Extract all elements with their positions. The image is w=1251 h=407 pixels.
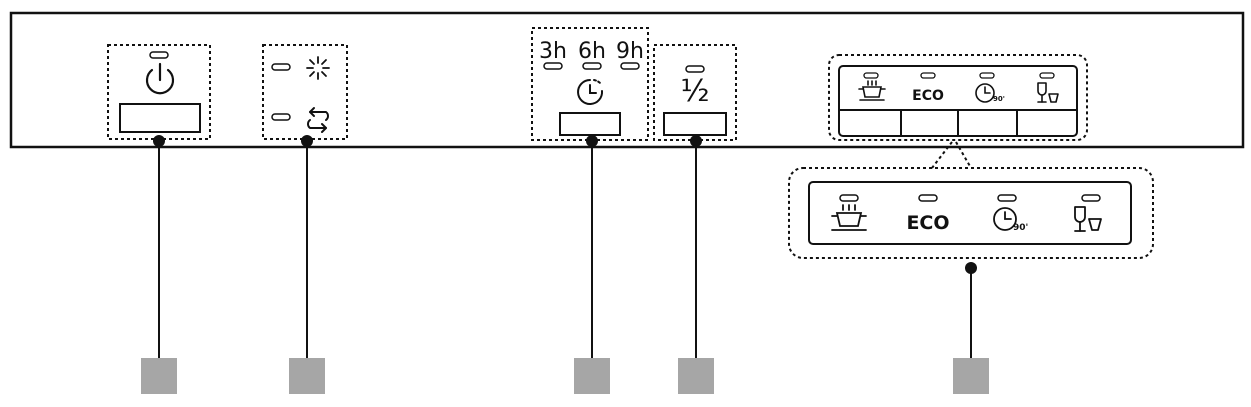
detail-led-quick xyxy=(997,194,1017,202)
program-group: ECO 90' xyxy=(828,54,1088,141)
callout-marker-1 xyxy=(141,358,177,394)
power-button[interactable] xyxy=(119,103,201,133)
program-detail: ECO 90' xyxy=(788,167,1154,259)
delay-label-6h: 6h xyxy=(578,39,606,64)
indicator-group xyxy=(262,44,348,140)
program-led-delicate xyxy=(1039,72,1055,79)
detail-clock-90-icon xyxy=(993,207,1017,231)
salt-led xyxy=(271,113,291,121)
delay-label-9h: 9h xyxy=(616,39,644,64)
callout-marker-2 xyxy=(289,358,325,394)
detail-eco-label: ECO xyxy=(906,212,949,234)
detail-led-delicate xyxy=(1081,194,1101,202)
callout-dot-indicators xyxy=(301,135,313,147)
glass-cup-icon xyxy=(1037,82,1059,103)
callout-leaders xyxy=(158,141,972,358)
half-load-label: ½ xyxy=(680,74,709,109)
detail-glass-cup-icon xyxy=(1074,206,1102,232)
clock-icon xyxy=(577,79,604,105)
program-detail-dashed-box xyxy=(788,167,1154,259)
clock-90-badge: 90' xyxy=(993,95,1005,103)
program-button-delicate[interactable] xyxy=(1018,111,1076,135)
callout-markers xyxy=(141,358,989,394)
program-button-quick[interactable] xyxy=(959,111,1016,135)
callout-dot-programs xyxy=(965,262,977,274)
detail-led-intensive xyxy=(839,194,859,202)
callout-marker-5 xyxy=(953,358,989,394)
power-icon xyxy=(145,62,175,95)
delay-led-6h xyxy=(582,62,602,70)
program-button-intensive[interactable] xyxy=(840,111,900,135)
sparkle-icon xyxy=(306,56,330,80)
delay-group: 3h 6h 9h xyxy=(531,27,649,141)
program-dashed-box xyxy=(828,54,1088,141)
half-load-led xyxy=(685,65,705,73)
program-led-intensive xyxy=(863,72,879,79)
zoom-connector-right xyxy=(955,141,972,169)
delay-led-9h xyxy=(620,62,640,70)
program-button-eco[interactable] xyxy=(902,111,957,135)
program-led-eco xyxy=(920,72,936,79)
delay-label-3h: 3h xyxy=(539,39,567,64)
callout-dots xyxy=(153,135,977,274)
callout-dot-half-load xyxy=(690,135,702,147)
clock-90-icon xyxy=(975,83,995,103)
power-indicator-led xyxy=(149,51,169,59)
half-load-button[interactable] xyxy=(663,112,727,136)
callout-marker-4 xyxy=(678,358,714,394)
refresh-arrows-icon xyxy=(307,107,329,133)
detail-pot-icon xyxy=(831,204,867,231)
rinse-aid-led xyxy=(271,63,291,71)
detail-led-eco xyxy=(918,194,938,202)
callout-dot-power xyxy=(153,135,165,147)
detail-clock-90-badge: 90' xyxy=(1013,223,1028,233)
program-detail-panel xyxy=(808,181,1132,245)
eco-label: ECO xyxy=(912,88,944,104)
callout-marker-3 xyxy=(574,358,610,394)
delay-button[interactable] xyxy=(559,112,621,136)
delay-led-3h xyxy=(543,62,563,70)
program-led-quick xyxy=(979,72,995,79)
pot-icon xyxy=(858,80,886,101)
indicator-dashed-box xyxy=(262,44,348,140)
callout-dot-delay xyxy=(586,135,598,147)
